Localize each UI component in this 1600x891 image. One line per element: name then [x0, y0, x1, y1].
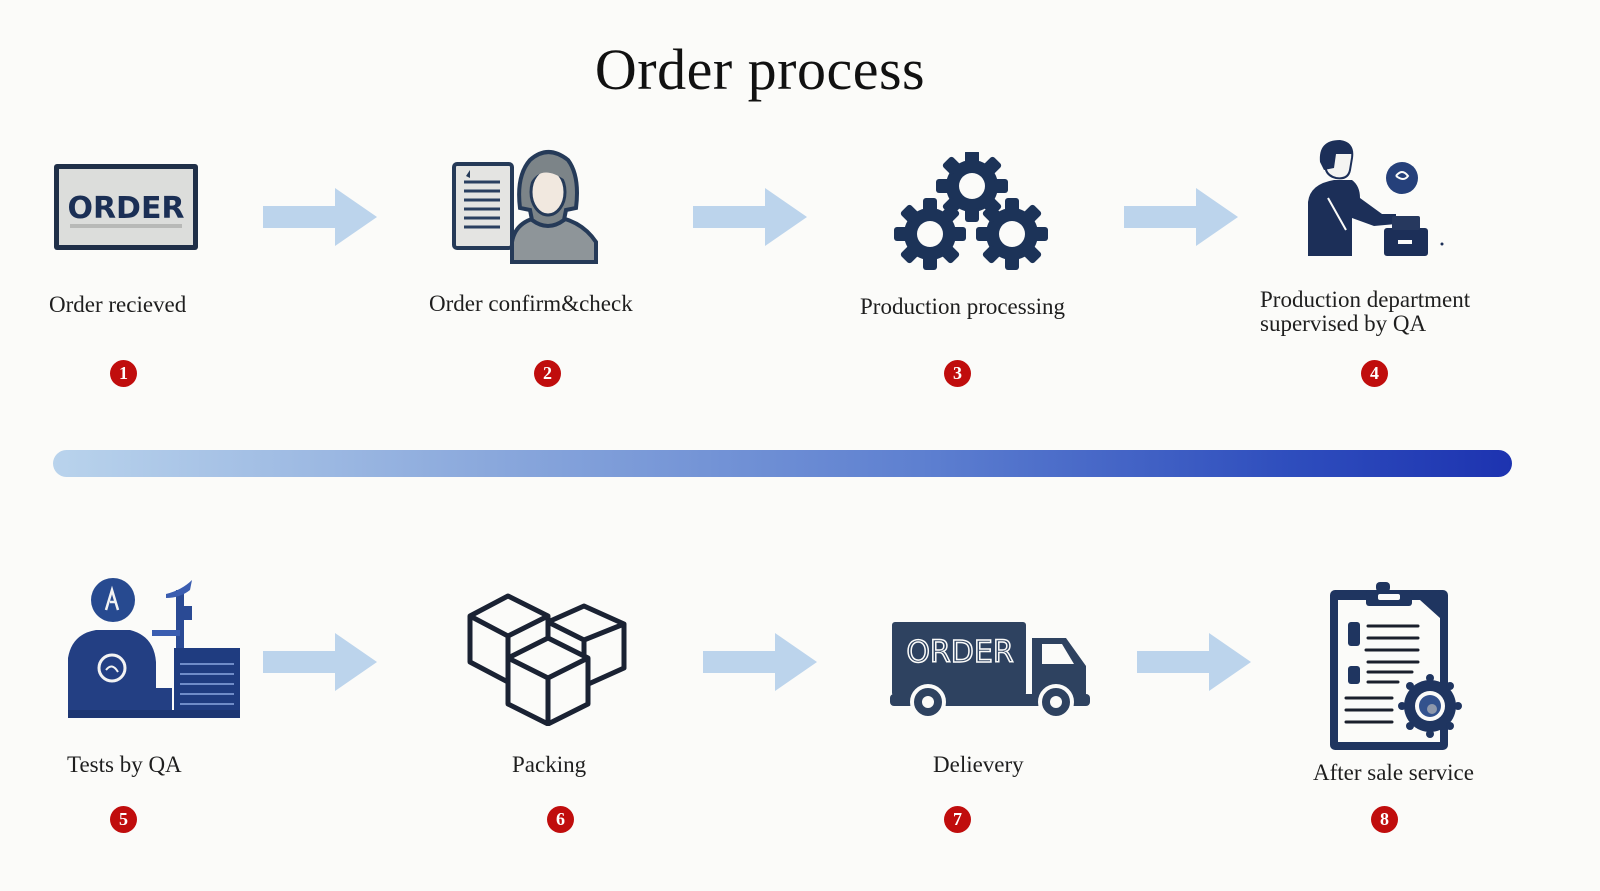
step-label-line-1: Production department	[1260, 287, 1471, 312]
step-number-badge: 4	[1361, 360, 1388, 387]
clipboard-certificate-icon	[1330, 582, 1462, 750]
svg-text:ORDER: ORDER	[67, 191, 184, 226]
qa-tester-icon	[68, 578, 240, 718]
step-number-badge: 7	[944, 806, 971, 833]
page-title: Order process	[594, 37, 926, 102]
step-label: After sale service	[1313, 760, 1474, 785]
step-label: Tests by QA	[67, 752, 182, 777]
step-label: Production processing	[860, 294, 1066, 319]
arrow-right-icon	[703, 633, 817, 691]
step-label-line-2: supervised by QA	[1260, 311, 1427, 336]
step-label: Delievery	[933, 752, 1024, 777]
step-label: Packing	[512, 752, 587, 777]
timeline-bar	[53, 450, 1512, 477]
step-label: Order confirm&check	[429, 291, 633, 316]
step-number-badge: 5	[110, 806, 137, 833]
order-sign-icon: ORDER	[54, 164, 198, 250]
step-number-badge: 8	[1371, 806, 1398, 833]
worker-machine-icon	[1308, 140, 1444, 256]
step-number-badge: 6	[547, 806, 574, 833]
step-label: Order recieved	[49, 292, 187, 317]
arrow-right-icon	[263, 633, 377, 691]
arrow-right-icon	[1137, 633, 1251, 691]
gears-icon	[894, 152, 1048, 270]
arrow-right-icon	[263, 188, 377, 246]
step-number-badge: 3	[944, 360, 971, 387]
svg-text:ORDER: ORDER	[906, 635, 1013, 670]
person-document-icon	[452, 150, 598, 264]
arrow-right-icon	[1124, 188, 1238, 246]
step-number-badge: 2	[534, 360, 561, 387]
step-number-badge: 1	[110, 360, 137, 387]
delivery-truck-icon: ORDER	[890, 622, 1090, 716]
boxes-icon	[467, 593, 627, 726]
arrow-right-icon	[693, 188, 807, 246]
